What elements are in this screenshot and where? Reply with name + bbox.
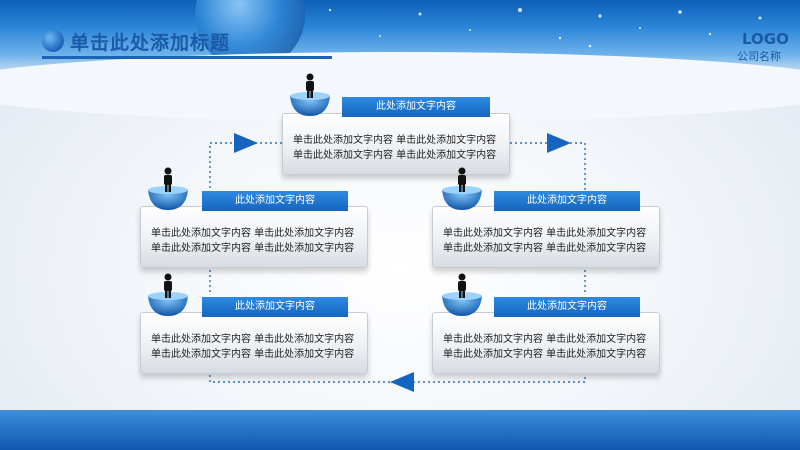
node-label[interactable]: 此处添加文字内容 <box>342 97 490 117</box>
node-label[interactable]: 此处添加文字内容 <box>202 191 348 211</box>
node-text-line: 单击此处添加文字内容 单击此处添加文字内容 <box>293 150 497 161</box>
arrow-right-icon <box>547 133 571 153</box>
page-title[interactable]: 单击此处添加标题 <box>70 32 231 54</box>
arrow-left-icon <box>390 372 414 392</box>
logo: LOGO <box>742 30 789 48</box>
node-text-line: 单击此处添加文字内容 单击此处添加文字内容 <box>443 228 647 239</box>
node-text-line: 单击此处添加文字内容 单击此处添加文字内容 <box>443 334 647 345</box>
process-node-bottom-left[interactable]: 单击此处添加文字内容 单击此处添加文字内容 单击此处添加文字内容 单击此处添加文… <box>140 312 368 374</box>
process-node-mid-right[interactable]: 单击此处添加文字内容 单击此处添加文字内容 单击此处添加文字内容 单击此处添加文… <box>432 206 660 268</box>
node-text-line: 单击此处添加文字内容 单击此处添加文字内容 <box>151 228 355 239</box>
node-text-line: 单击此处添加文字内容 单击此处添加文字内容 <box>151 243 355 254</box>
node-text-line: 单击此处添加文字内容 单击此处添加文字内容 <box>151 349 355 360</box>
node-text-line: 单击此处添加文字内容 单击此处添加文字内容 <box>443 349 647 360</box>
footer-band <box>0 410 800 450</box>
company-name: 公司名称 <box>737 50 781 63</box>
process-node-top[interactable]: 单击此处添加文字内容 单击此处添加文字内容 单击此处添加文字内容 单击此处添加文… <box>282 113 510 175</box>
process-node-mid-left[interactable]: 单击此处添加文字内容 单击此处添加文字内容 单击此处添加文字内容 单击此处添加文… <box>140 206 368 268</box>
node-label[interactable]: 此处添加文字内容 <box>494 191 640 211</box>
person-on-bowl-icon <box>442 167 482 210</box>
star-decoration <box>328 8 762 48</box>
node-label[interactable]: 此处添加文字内容 <box>202 297 348 317</box>
person-on-bowl-icon <box>442 273 482 316</box>
title-underline <box>42 56 332 59</box>
person-on-bowl-icon <box>148 167 188 210</box>
person-on-bowl-icon <box>290 73 330 116</box>
process-node-bottom-right[interactable]: 单击此处添加文字内容 单击此处添加文字内容 单击此处添加文字内容 单击此处添加文… <box>432 312 660 374</box>
node-label[interactable]: 此处添加文字内容 <box>494 297 640 317</box>
node-text-line: 单击此处添加文字内容 单击此处添加文字内容 <box>151 334 355 345</box>
arrow-right-icon <box>234 133 258 153</box>
person-on-bowl-icon <box>148 273 188 316</box>
title-bullet-icon <box>42 30 64 52</box>
node-text-line: 单击此处添加文字内容 单击此处添加文字内容 <box>293 135 497 146</box>
node-text-line: 单击此处添加文字内容 单击此处添加文字内容 <box>443 243 647 254</box>
